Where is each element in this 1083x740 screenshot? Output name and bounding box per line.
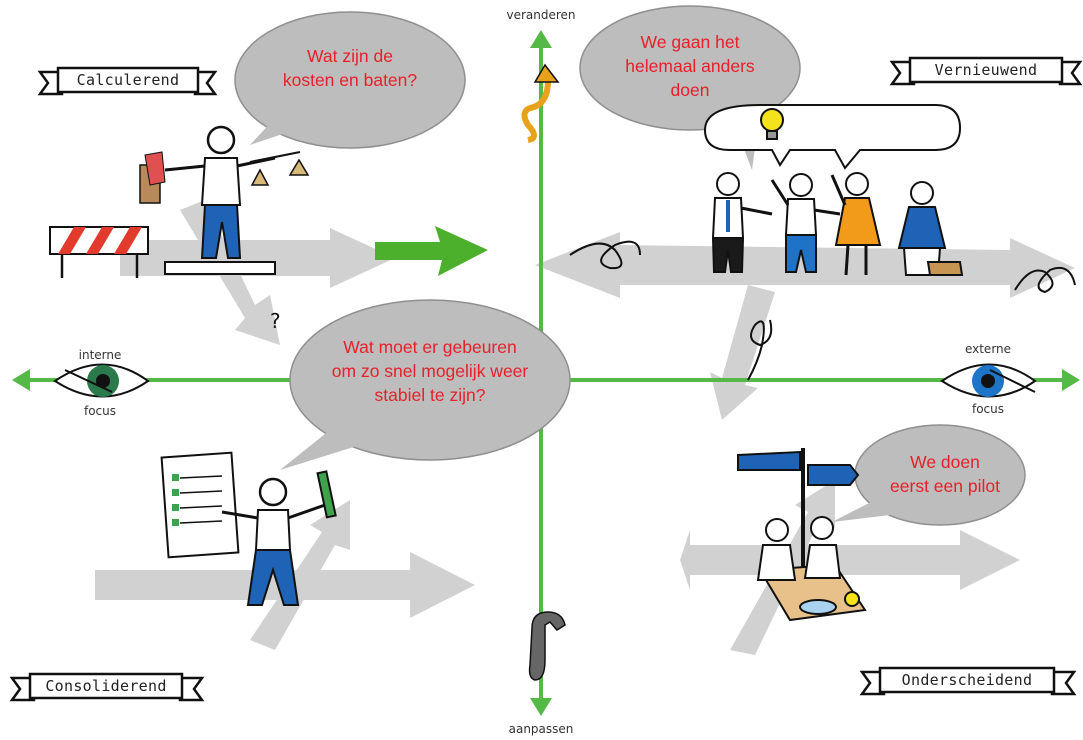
bubble-top-left — [234, 11, 466, 149]
wrench-icon — [528, 611, 566, 681]
curly-arrow-down — [747, 319, 773, 381]
group-of-people — [711, 108, 964, 276]
banner-consoliderend — [9, 672, 205, 702]
question-mark: ? — [270, 309, 281, 333]
speech-bubbles — [234, 5, 1026, 526]
axis-arrow-up — [530, 30, 552, 48]
speech-bottom-right: We doen eerst een pilot — [890, 452, 1000, 496]
axis-arrow-left — [12, 369, 30, 391]
banner-vernieuwend — [889, 56, 1083, 86]
axis-label-bottom: aanpassen — [508, 722, 574, 736]
axis-label-right-2: focus — [971, 402, 1005, 416]
speech-center: Wat moet er gebeuren om zo snel mogelijk… — [331, 337, 529, 405]
curly-up-arrow-icon — [521, 63, 560, 143]
curly-arrow-top-right-1 — [569, 240, 641, 270]
grey-arrow-br-right — [680, 530, 1020, 590]
axis-label-left-2: focus — [83, 404, 117, 418]
grey-arrow-tl-right — [120, 228, 395, 288]
signpost-and-map — [737, 448, 867, 622]
axis-arrow-right — [1062, 369, 1080, 391]
grey-arrow-tr-down — [710, 285, 775, 420]
person-with-scales — [139, 125, 310, 275]
label-consoliderend: Consoliderend — [45, 677, 167, 695]
barrier — [49, 226, 149, 278]
bubble-center — [289, 299, 571, 461]
banner-calculerend — [37, 66, 218, 96]
axis-arrow-down — [530, 698, 552, 716]
axis-label-right-1: externe — [964, 342, 1012, 356]
speech-top-left: Wat zijn de kosten en baten? — [282, 46, 418, 90]
green-arrow — [375, 226, 488, 276]
label-vernieuwend: Vernieuwend — [934, 61, 1038, 79]
person-with-checklist — [160, 451, 337, 606]
banner-onderscheidend — [859, 666, 1077, 696]
axis-label-left-1: interne — [78, 348, 122, 362]
label-onderscheidend: Onderscheidend — [901, 671, 1033, 689]
axis-label-top: veranderen — [506, 8, 576, 22]
grey-arrow-bl-up — [250, 500, 350, 650]
speech-top-right: We gaan het helemaal anders doen — [625, 32, 755, 100]
label-calculerend: Calculerend — [76, 71, 180, 89]
bubble-top-right — [579, 5, 801, 131]
empty-speech-bubble — [703, 104, 962, 170]
curly-arrow-top-right-2 — [1014, 266, 1076, 294]
eye-icon-external — [940, 363, 1037, 398]
eye-icon-internal — [53, 363, 150, 398]
